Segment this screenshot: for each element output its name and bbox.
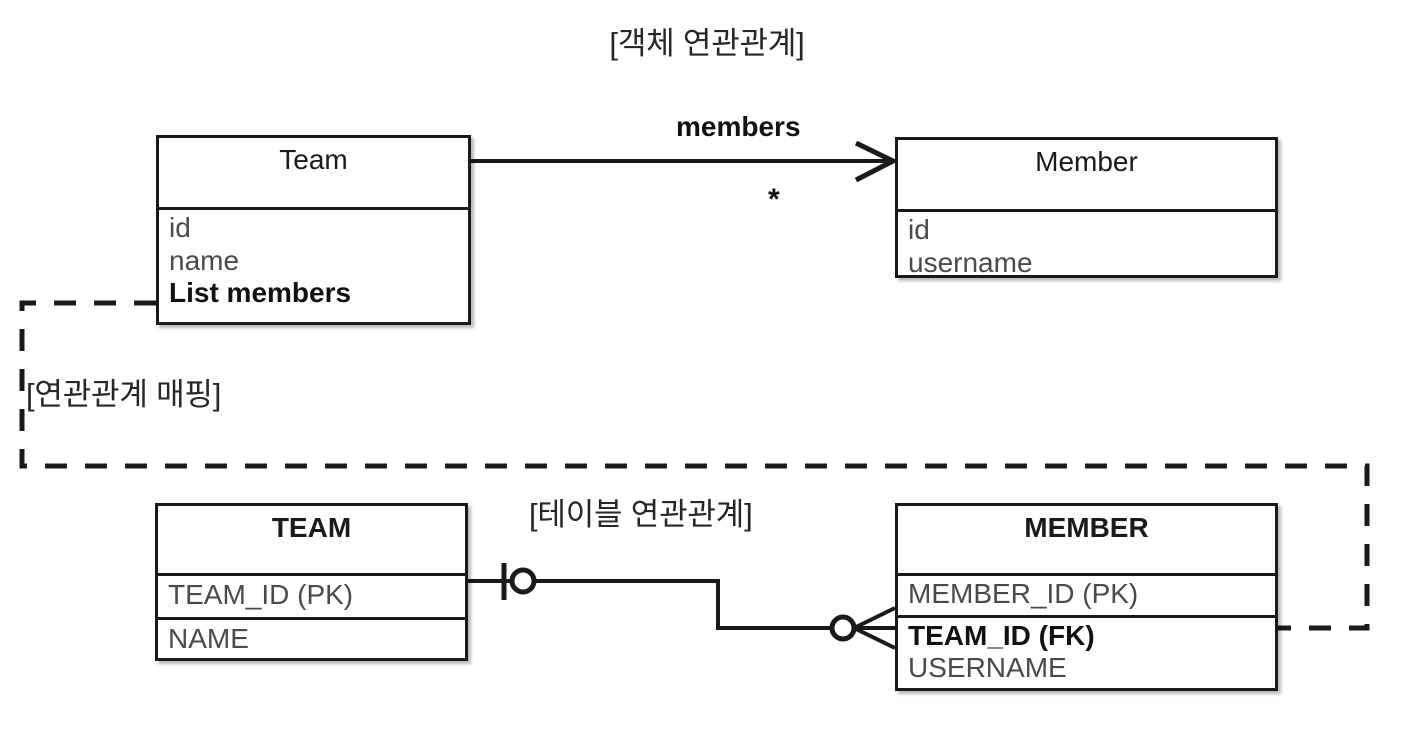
class-box-member[interactable]: Member id username	[895, 137, 1278, 278]
erd-relationship-team-member	[468, 563, 896, 650]
class-attribute: id	[908, 214, 930, 245]
table-name-team: TEAM	[158, 506, 465, 576]
table-column-team-id: TEAM_ID (PK)	[168, 579, 354, 610]
class-attribute: name	[169, 244, 240, 276]
table-section-title: [테이블 연관관계]	[529, 497, 753, 532]
erd-crows-foot	[853, 606, 896, 650]
erd-optional-circle-left	[509, 567, 537, 595]
erd-optional-circle-right	[829, 614, 857, 642]
class-attributes-member: id username	[898, 212, 1275, 283]
class-attribute-list-members: List members	[169, 277, 352, 309]
class-name-member: Member	[898, 140, 1275, 212]
table-compartment-columns: NAME	[158, 620, 465, 661]
association-team-to-member	[471, 140, 899, 183]
table-box-member[interactable]: MEMBER MEMBER_ID (PK) TEAM_ID (FK) USERN…	[895, 503, 1278, 691]
class-box-team[interactable]: Team id name List members	[156, 135, 471, 325]
object-section-title: [객체 연관관계]	[609, 26, 805, 61]
table-compartment-keys: MEMBER_ID (PK)	[898, 576, 1275, 618]
class-attribute: id	[169, 212, 191, 243]
table-column-username: USERNAME	[908, 652, 1067, 684]
table-column-team-id-fk: TEAM_ID (FK)	[908, 619, 1095, 651]
association-multiplicity-label: *	[768, 183, 780, 216]
class-attribute: username	[908, 246, 1033, 278]
table-box-team[interactable]: TEAM TEAM_ID (PK) NAME	[155, 503, 468, 661]
table-compartment-keys: TEAM_ID (PK)	[158, 576, 465, 620]
association-role-label: members	[676, 111, 801, 142]
table-name-member: MEMBER	[898, 506, 1275, 576]
class-attributes-team: id name List members	[159, 210, 468, 314]
table-column-member-id: MEMBER_ID (PK)	[908, 578, 1139, 609]
table-compartment-columns: TEAM_ID (FK) USERNAME	[898, 618, 1275, 689]
class-name-team: Team	[159, 138, 468, 210]
mapping-section-title: [연관관계 매핑]	[26, 377, 222, 412]
table-column-name: NAME	[168, 622, 249, 654]
